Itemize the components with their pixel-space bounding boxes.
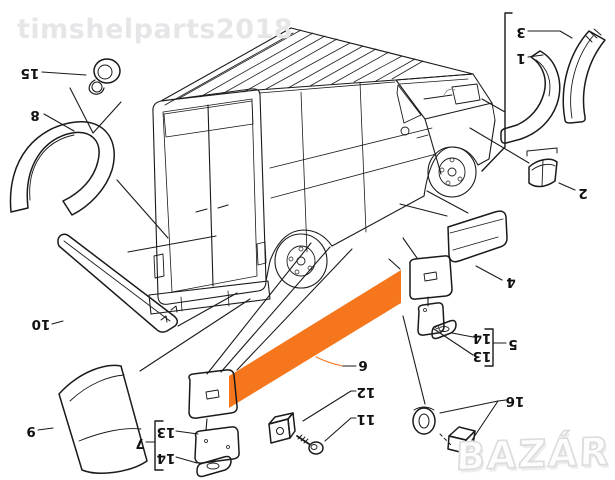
part-label-7: 7 — [135, 434, 145, 451]
seller-watermark: timshelparts2018 — [17, 14, 294, 45]
leader-lines — [37, 12, 576, 471]
part-label-16: 16 — [505, 392, 525, 409]
part-label-9: 9 — [26, 422, 36, 439]
part-sketch-15 — [88, 58, 121, 95]
part-label-3: 3 — [516, 23, 526, 40]
part-sketch-13-left — [188, 369, 240, 464]
highlighted-part-6 — [229, 270, 401, 408]
part-sketch-4 — [447, 210, 508, 263]
part-sketch-8 — [9, 121, 115, 216]
part-sketch-11 — [296, 434, 324, 455]
part-label-14-right: 14 — [472, 329, 492, 346]
part-label-13-right: 13 — [472, 347, 492, 364]
part-label-10: 10 — [31, 315, 51, 332]
part-sketch-10 — [57, 233, 178, 333]
part-label-6: 6 — [358, 356, 368, 373]
part-sketches — [9, 28, 606, 478]
part-label-8: 8 — [30, 106, 40, 123]
part-label-11: 11 — [356, 410, 376, 427]
roof-ribs — [177, 29, 424, 100]
front-wheel — [427, 146, 477, 198]
van-illustration — [148, 27, 496, 315]
bazar-watermark: BAZÁR — [455, 428, 613, 479]
part-sketch-3 — [562, 28, 606, 124]
part-label-12: 12 — [356, 383, 376, 400]
part-label-4: 4 — [506, 273, 516, 290]
part-label-13-left: 13 — [156, 423, 176, 440]
part-label-1: 1 — [516, 49, 526, 66]
part-sketch-2 — [528, 158, 558, 188]
part-sketch-16 — [412, 406, 476, 454]
part-label-2: 2 — [578, 184, 588, 201]
part-label-5: 5 — [508, 335, 518, 352]
rear-wheel — [274, 233, 328, 289]
part-label-14-left: 14 — [156, 449, 176, 466]
part-sketch-14-right — [431, 319, 457, 340]
part-label-15: 15 — [20, 64, 40, 81]
part-sketch-1 — [500, 50, 561, 144]
part-sketch-14-left — [196, 455, 232, 478]
part-sketch-9 — [58, 364, 148, 474]
part-sketch-12 — [268, 412, 296, 444]
